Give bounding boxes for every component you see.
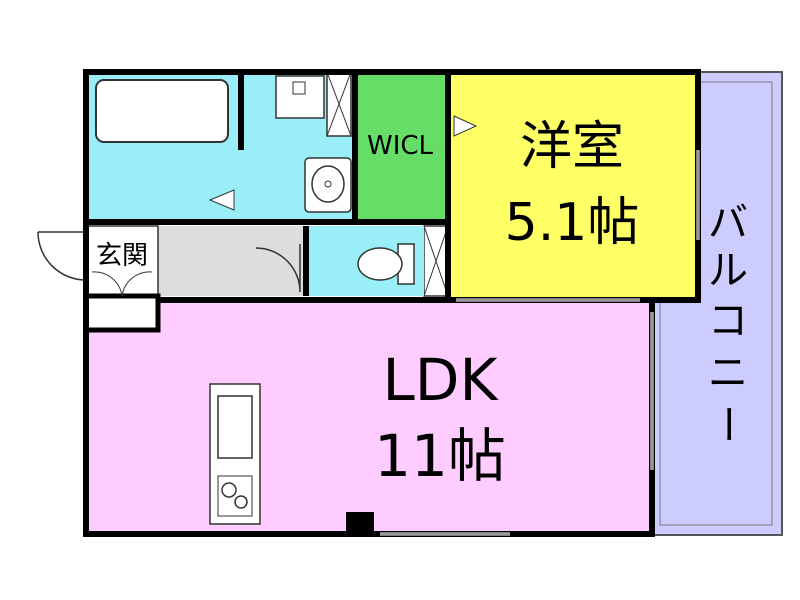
closet-room [355, 72, 448, 222]
kitchen-sink [217, 395, 253, 459]
entrance-step [85, 225, 159, 297]
balcony-label: バ ル コ ニ ー [704, 200, 750, 444]
stove-frame [217, 475, 253, 517]
entrance-door-swing [91, 271, 153, 297]
hall-door [255, 244, 301, 293]
bath-door-mark [208, 189, 235, 211]
balcony-char-1: バ [708, 200, 748, 246]
washbasin-bowl [311, 165, 345, 203]
washing-machine-drain [292, 81, 306, 95]
western-room-size: 5.1帖 [505, 193, 640, 253]
shoe-cabinet [83, 293, 161, 333]
stove-burner-1 [221, 482, 237, 498]
balcony-char-5: ー [704, 404, 750, 444]
closet-door-mark [453, 115, 478, 137]
ldk-size: 11帖 [374, 422, 506, 490]
stove-burner-2 [234, 495, 248, 509]
balcony-char-2: ル [708, 248, 748, 294]
closet-label: WICL [367, 131, 434, 161]
ldk-name: LDK [382, 346, 499, 414]
toilet-bowl [357, 247, 403, 281]
balcony-char-4: ニ [708, 350, 748, 396]
balcony-inner-line [659, 81, 773, 526]
pillar [346, 512, 374, 536]
front-door [37, 231, 87, 281]
western-room-name: 洋室 [520, 117, 624, 177]
western-room [448, 72, 698, 300]
balcony-char-3: コ [708, 298, 748, 344]
washbasin-drain [324, 180, 332, 188]
ldk-room [86, 300, 652, 534]
bathtub [95, 79, 229, 143]
entrance-label: 玄関 [96, 241, 148, 271]
